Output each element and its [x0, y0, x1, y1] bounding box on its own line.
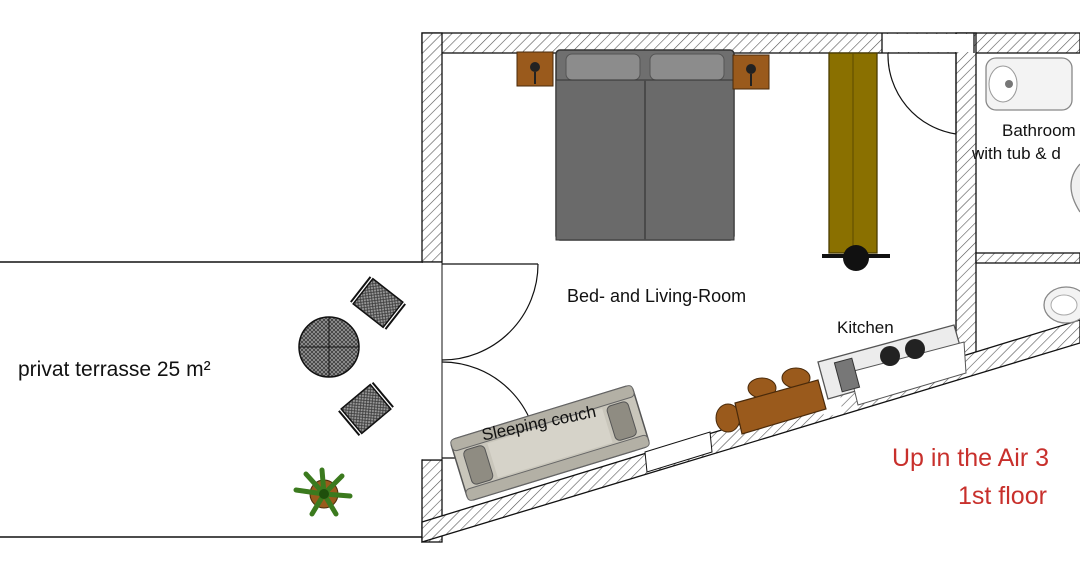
nightstand-icon	[516, 51, 770, 90]
kitchen-label: Kitchen	[837, 318, 894, 337]
plant-icon	[293, 467, 353, 517]
terrace	[0, 261, 424, 538]
round-table-icon	[298, 316, 360, 378]
door-openings	[422, 33, 975, 473]
bathtub-icon	[1070, 163, 1080, 213]
door-icon	[441, 52, 957, 459]
plan-title: Up in the Air 3	[892, 444, 1050, 472]
couch-icon	[450, 385, 650, 501]
terrace-label: privat terrasse 25 m²	[18, 358, 211, 381]
dining-table-icon	[715, 367, 827, 435]
sink-icon	[985, 57, 1073, 111]
bathroom-label: Bathroom	[1002, 121, 1076, 140]
bathroom-sublabel: with tub & d	[972, 144, 1061, 163]
living-room-label: Bed- and Living-Room	[567, 286, 747, 306]
bed-icon	[555, 49, 735, 241]
wardrobe-icon	[828, 52, 878, 254]
toilet-icon	[1043, 286, 1080, 324]
stove-icon	[880, 339, 925, 366]
chair-icon	[338, 276, 406, 437]
kitchen-unit	[817, 324, 967, 406]
floor-label: 1st floor	[958, 482, 1047, 510]
lamp-icon	[822, 245, 890, 271]
